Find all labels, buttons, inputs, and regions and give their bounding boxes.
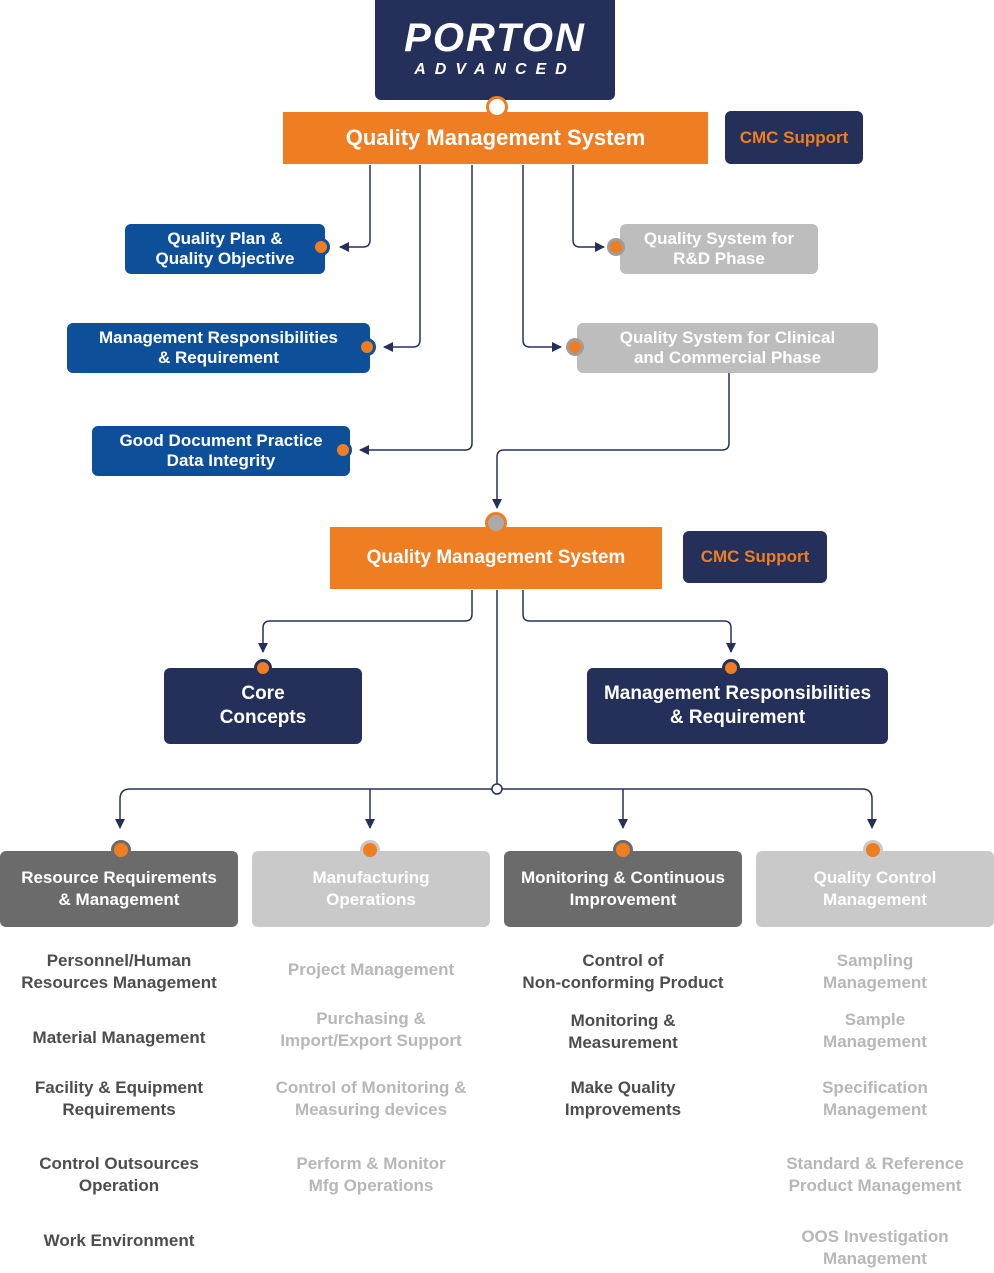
mid-management-dot bbox=[722, 659, 740, 677]
resource-item: Material Management bbox=[32, 1028, 206, 1047]
column-dot-quality-control bbox=[863, 840, 883, 860]
manufacturing-item: Perform & Monitor Mfg Operations bbox=[296, 1154, 446, 1195]
top-qms-connector-dot bbox=[486, 96, 508, 118]
quality-system-clinical-box: Quality System for Clinical and Commerci… bbox=[577, 323, 878, 373]
mid-management-box: Management Responsibilities & Requiremen… bbox=[587, 668, 888, 744]
column-header-quality-control: Quality Control Management bbox=[756, 851, 994, 927]
resource-item: Facility & Equipment Requirements bbox=[34, 1078, 204, 1119]
manufacturing-item: Purchasing & Import/Export Support bbox=[280, 1009, 462, 1050]
core-concepts-dot bbox=[254, 659, 272, 677]
quality-control-item: Specification Management bbox=[822, 1078, 928, 1119]
management-responsibilities-dot bbox=[358, 338, 376, 356]
monitoring-item: Control of Non-conforming Product bbox=[522, 951, 724, 992]
quality-plan-box: Quality Plan & Quality Objective bbox=[125, 224, 325, 274]
monitoring-item: Make Quality Improvements bbox=[564, 1078, 682, 1119]
quality-control-item: Sampling Management bbox=[823, 951, 927, 992]
column-dot-resource bbox=[111, 840, 131, 860]
quality-control-item: Sample Management bbox=[823, 1010, 927, 1051]
resource-item: Control Outsources Operation bbox=[39, 1154, 199, 1195]
resource-item: Work Environment bbox=[43, 1231, 195, 1250]
logo-brand: PORTON bbox=[404, 16, 586, 60]
column-dot-monitoring bbox=[613, 840, 633, 860]
top-qms-box: Quality Management System bbox=[283, 112, 708, 164]
good-document-practice-dot bbox=[334, 441, 352, 459]
manufacturing-item: Project Management bbox=[287, 960, 455, 979]
column-header-manufacturing: Manufacturing Operations bbox=[252, 851, 490, 927]
column-header-resource: Resource Requirements & Management bbox=[0, 851, 238, 927]
quality-plan-dot bbox=[312, 238, 330, 256]
manufacturing-item: Control of Monitoring & Measuring device… bbox=[275, 1078, 467, 1119]
top-cmc-support-box: CMC Support bbox=[725, 111, 863, 164]
monitoring-item: Monitoring & Measurement bbox=[568, 1011, 678, 1052]
quality-system-rd-dot bbox=[607, 238, 625, 256]
mid-qms-connector-dot bbox=[485, 512, 507, 534]
core-concepts-box: Core Concepts bbox=[164, 668, 362, 744]
management-responsibilities-box: Management Responsibilities & Requiremen… bbox=[67, 323, 370, 373]
column-dot-manufacturing bbox=[360, 840, 380, 860]
quality-control-item: OOS Investigation Management bbox=[801, 1227, 949, 1268]
logo-subtitle: ADVANCED bbox=[414, 61, 576, 78]
column-header-monitoring: Monitoring & Continuous Improvement bbox=[504, 851, 742, 927]
resource-item: Personnel/Human Resources Management bbox=[21, 951, 217, 992]
mid-cmc-support-box: CMC Support bbox=[683, 531, 827, 583]
quality-system-clinical-dot bbox=[566, 338, 584, 356]
good-document-practice-box: Good Document Practice Data Integrity bbox=[92, 426, 350, 476]
quality-system-rd-box: Quality System for R&D Phase bbox=[620, 224, 818, 274]
quality-control-item: Standard & Reference Product Management bbox=[786, 1154, 964, 1195]
porton-logo: PORTON ADVANCED bbox=[375, 0, 615, 100]
mid-qms-box: Quality Management System bbox=[330, 527, 662, 589]
